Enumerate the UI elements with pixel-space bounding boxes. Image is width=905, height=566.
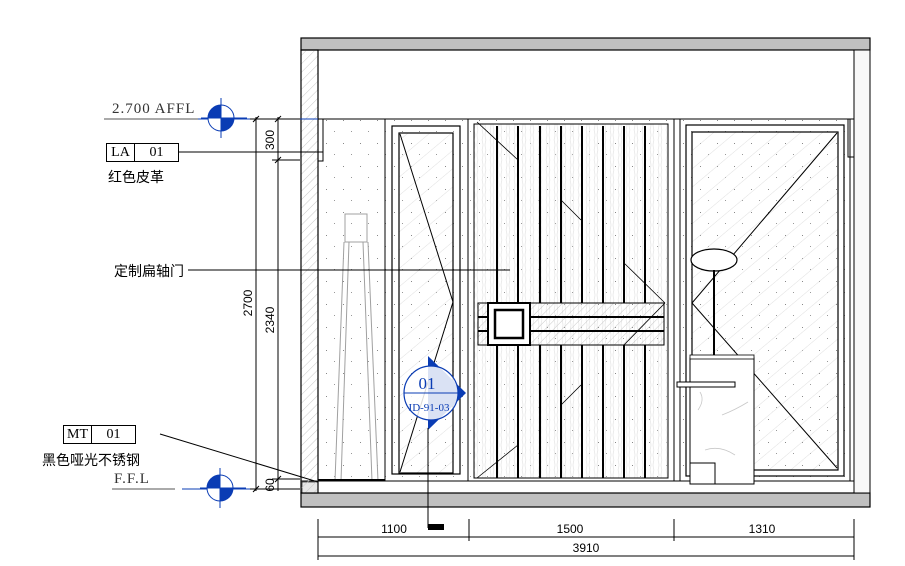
door-annotation: 定制扁轴门 bbox=[114, 264, 184, 280]
material-number: 01 bbox=[149, 145, 164, 160]
material-code: LA bbox=[107, 144, 135, 161]
material-tag-mt01: MT 01 bbox=[63, 425, 136, 444]
dim-300: 300 bbox=[263, 130, 277, 150]
dim-60: 60 bbox=[263, 478, 277, 492]
floor-lamp-icon bbox=[334, 213, 379, 482]
floor-slab bbox=[300, 480, 871, 508]
left-wall bbox=[300, 49, 319, 494]
dim-1100: 1100 bbox=[381, 522, 407, 536]
material-tag-la01: LA 01 bbox=[106, 143, 179, 162]
material-code: MT bbox=[64, 426, 92, 443]
side-table-lamp-icon bbox=[676, 248, 755, 485]
glass-door-right bbox=[673, 118, 855, 485]
dim-1500: 1500 bbox=[557, 522, 584, 536]
dim-overall-height: 2700 bbox=[241, 289, 255, 316]
wood-pivot-door bbox=[467, 118, 675, 482]
ceiling-slab bbox=[300, 37, 871, 51]
level-marker-icon bbox=[201, 98, 247, 138]
horizontal-dimensions bbox=[317, 519, 855, 560]
left-wall-panel bbox=[318, 119, 386, 482]
callout-number: 01 bbox=[419, 374, 436, 393]
level-marker-icon bbox=[200, 468, 246, 508]
right-wall bbox=[853, 49, 871, 494]
dim-3910: 3910 bbox=[573, 541, 600, 555]
level-label-floor: F.F.L bbox=[114, 471, 150, 487]
dim-2340: 2340 bbox=[263, 306, 277, 333]
vertical-dimensions bbox=[250, 115, 300, 493]
material-number: 01 bbox=[106, 427, 121, 442]
glass-door-left bbox=[384, 118, 469, 482]
material-description-la01: 红色皮革 bbox=[108, 170, 164, 186]
dim-1310: 1310 bbox=[749, 522, 776, 536]
callout-sheet: ID-91-03 bbox=[409, 402, 450, 414]
level-label-ceiling: 2.700 AFFL bbox=[112, 101, 196, 117]
section-callout-icon bbox=[403, 356, 466, 530]
material-description-mt01: 黑色哑光不锈钢 bbox=[42, 453, 140, 469]
leader-lines bbox=[159, 151, 510, 483]
